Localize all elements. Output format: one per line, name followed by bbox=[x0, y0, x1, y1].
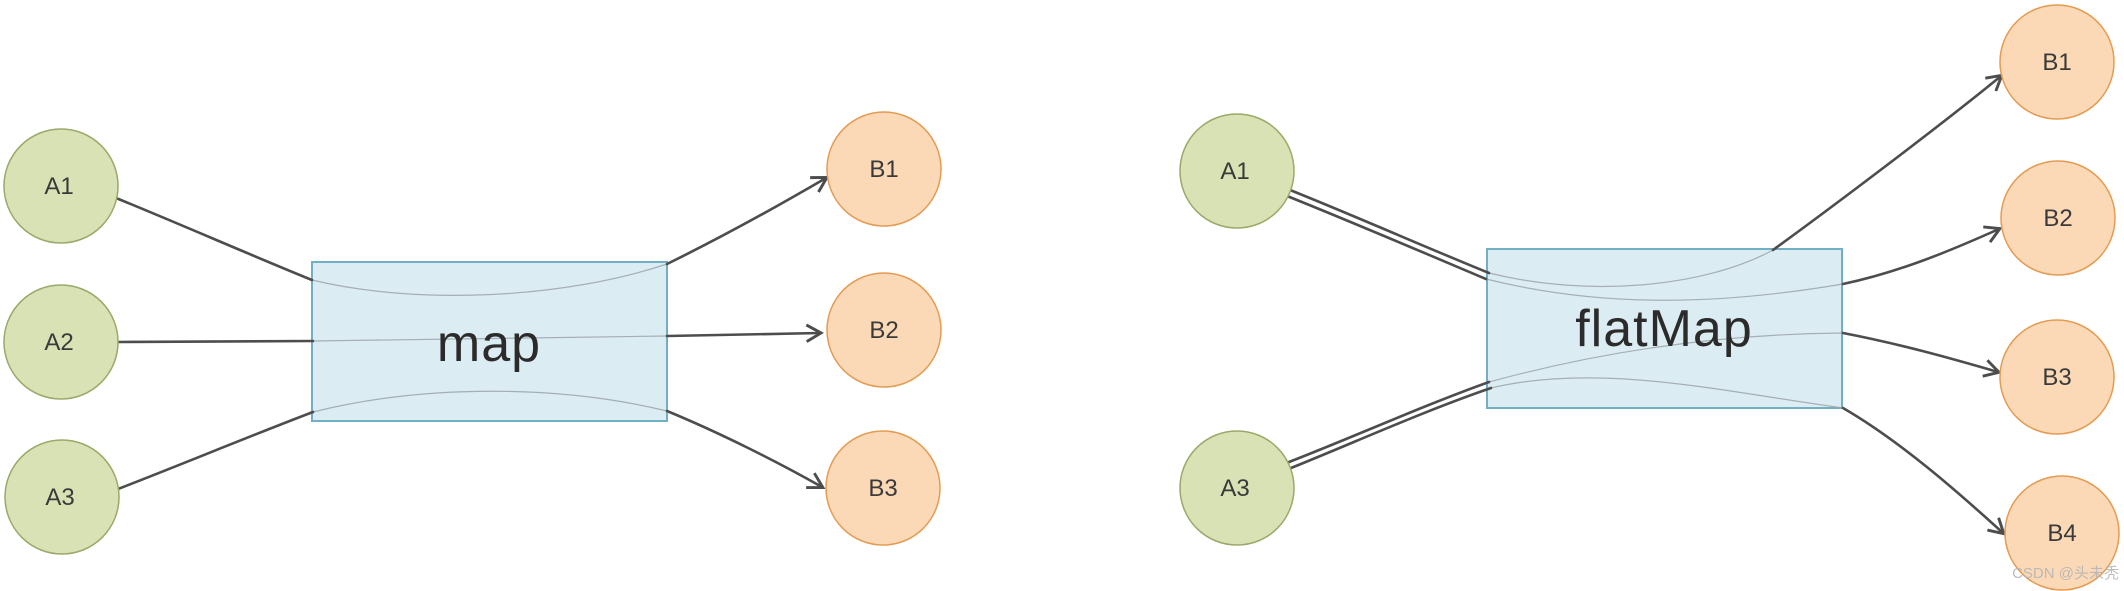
flatmap-inner-curve-b4 bbox=[1490, 377, 1844, 409]
flatmap-edge-b3-out bbox=[1841, 331, 2002, 378]
map-inner-curve-a1 bbox=[311, 263, 668, 296]
flatmap-output-node-b4 bbox=[2004, 475, 2120, 591]
map-input-label-a2: A2 bbox=[44, 329, 73, 356]
flatmap-input-label-a1: A1 bbox=[1220, 158, 1249, 185]
map-inner-curve-a3 bbox=[312, 390, 668, 413]
map-output-node-b1 bbox=[826, 111, 942, 227]
flatmap-operator-label: flatMap bbox=[1575, 300, 1753, 358]
flatmap-edge-a1-in-2 bbox=[1285, 194, 1488, 281]
flatmap-input-node-a3 bbox=[1179, 430, 1295, 546]
flatmap-output-node-b2 bbox=[2000, 160, 2116, 276]
flatmap-output-node-b3 bbox=[1999, 319, 2115, 435]
flatmap-input-label-a3: A3 bbox=[1220, 475, 1249, 502]
flatmap-inner-curve-b2 bbox=[1485, 278, 1844, 301]
flatmap-output-label-b3: B3 bbox=[2042, 364, 2071, 391]
flatmap-output-label-b2: B2 bbox=[2043, 205, 2072, 232]
map-edge-b1-out bbox=[665, 175, 830, 266]
map-edge-a1-in bbox=[114, 196, 314, 282]
map-input-label-a1: A1 bbox=[44, 173, 73, 200]
map-output-node-b2 bbox=[826, 272, 942, 388]
flatmap-edge-a1-in-1 bbox=[1288, 188, 1491, 275]
flatmap-operator-box bbox=[1486, 248, 1843, 409]
flatmap-input-node-a1 bbox=[1179, 113, 1295, 229]
map-edge-b2-out bbox=[665, 323, 824, 343]
flatmap-diagram-group: flatMap A1 A3 B1 B2 B3 B4 bbox=[1179, 4, 2120, 591]
map-input-node-a1 bbox=[3, 128, 119, 244]
flatmap-edge-a3-in-2 bbox=[1287, 380, 1491, 464]
flatmap-edge-b1-out bbox=[1771, 73, 2005, 252]
map-input-node-a3 bbox=[4, 439, 120, 555]
map-input-label-a3: A3 bbox=[45, 484, 74, 511]
map-edge-b3-out bbox=[665, 409, 826, 490]
flatmap-inner-curve-b3 bbox=[1488, 332, 1844, 383]
map-input-node-a2 bbox=[3, 284, 119, 400]
flatmap-output-label-b1: B1 bbox=[2042, 49, 2071, 76]
map-inner-curve-a2 bbox=[312, 335, 668, 342]
flatmap-output-label-b4: B4 bbox=[2047, 520, 2076, 547]
flatmap-output-node-b1 bbox=[1999, 4, 2115, 120]
flatmap-inner-curve-b1 bbox=[1488, 249, 1774, 288]
flatmap-edge-a3-in-1 bbox=[1289, 386, 1493, 470]
csdn-watermark: CSDN @头未秃 bbox=[2012, 565, 2119, 582]
map-output-label-b2: B2 bbox=[869, 317, 898, 344]
flatmap-edge-b4-out bbox=[1841, 406, 2006, 536]
map-output-label-b1: B1 bbox=[869, 156, 898, 183]
flatmap-edge-b2-out bbox=[1841, 225, 2003, 286]
map-diagram-group: map A1 A2 A3 B1 B2 B3 bbox=[3, 111, 942, 555]
map-operator-label: map bbox=[437, 315, 541, 373]
map-edge-a2-in bbox=[117, 339, 315, 344]
map-output-node-b3 bbox=[825, 430, 941, 546]
map-output-label-b3: B3 bbox=[868, 475, 897, 502]
map-operator-box bbox=[311, 261, 668, 422]
map-edge-a3-in bbox=[116, 410, 315, 491]
